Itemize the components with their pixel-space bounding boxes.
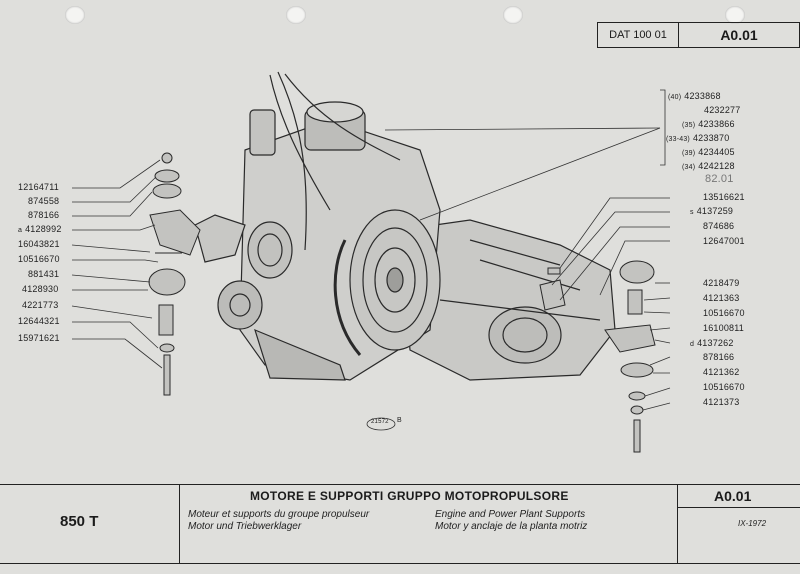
part-number: (34)4242128	[682, 161, 735, 171]
subtitle-en: Engine and Power Plant Supports	[435, 509, 586, 520]
model-name: 850 T	[60, 513, 99, 530]
subtitle-es: Motor y anclaje de la planta motriz	[435, 521, 588, 532]
part-number: 10516670	[703, 308, 745, 318]
part-number: 12164711	[18, 182, 59, 192]
part-number: 15971621	[18, 333, 60, 343]
title-block: 850 T MOTORE E SUPPORTI GRUPPO MOTOPROPU…	[0, 484, 800, 564]
part-number: 874558	[28, 196, 60, 206]
page-title: MOTORE E SUPPORTI GRUPPO MOTOPROPULSORE	[250, 489, 569, 503]
part-number: 16100811	[703, 323, 744, 333]
oil-sump	[254, 328, 346, 381]
part-number: (39)4234405	[682, 147, 735, 157]
part-number: 878166	[28, 210, 60, 220]
part-number: 874686	[703, 221, 735, 231]
subtitle-fr: Moteur et supports du groupe propulseur	[188, 509, 370, 520]
subtitle-de: Motor und Triebwerklager	[188, 521, 302, 532]
water-pump	[217, 280, 263, 330]
part-number: 4128930	[22, 284, 59, 294]
title-cell: MOTORE E SUPPORTI GRUPPO MOTOPROPULSORE …	[180, 485, 678, 563]
figure-ref-oval	[366, 417, 396, 431]
footer-rule	[678, 507, 800, 508]
part-number: 10516670	[703, 382, 745, 392]
footer-code: A0.01	[714, 488, 752, 504]
binder-hole	[725, 6, 745, 24]
gearbox-cover	[488, 306, 562, 364]
part-number: 4218479	[703, 278, 740, 288]
front-bracket	[194, 214, 246, 263]
part-number: 12644321	[18, 316, 60, 326]
issue-date: IX-1972	[738, 519, 767, 528]
part-number: 4121363	[703, 293, 740, 303]
figure-ref-number: 21572	[371, 419, 389, 425]
figure-ref-suffix: B	[397, 417, 402, 424]
part-number: 4121362	[703, 367, 740, 377]
binder-hole	[503, 6, 523, 24]
part-number: (35)4233866	[682, 119, 735, 129]
part-number: 4121373	[703, 397, 740, 407]
part-number: 82.01	[705, 173, 734, 185]
model-cell: 850 T	[0, 485, 180, 563]
part-number: 881431	[28, 269, 60, 279]
part-number: 878166	[703, 352, 735, 362]
code-cell: A0.01 IX-1972	[678, 485, 800, 563]
part-number: 4232277	[704, 105, 741, 115]
engine-illustration	[71, 71, 671, 453]
part-number: (33-43)4233870	[666, 133, 730, 143]
page-code: A0.01	[720, 27, 758, 43]
part-number: (40)4233868	[668, 91, 721, 101]
part-number: 13516621	[703, 192, 745, 202]
binder-hole	[65, 6, 85, 24]
part-number: 4221773	[22, 300, 59, 310]
part-number: 16043821	[18, 239, 60, 249]
binder-hole	[286, 6, 306, 24]
crank-pulley	[247, 221, 293, 279]
part-number: 12647001	[703, 236, 745, 246]
dat-number: DAT 100 01	[609, 29, 667, 41]
part-number: 10516670	[18, 254, 60, 264]
